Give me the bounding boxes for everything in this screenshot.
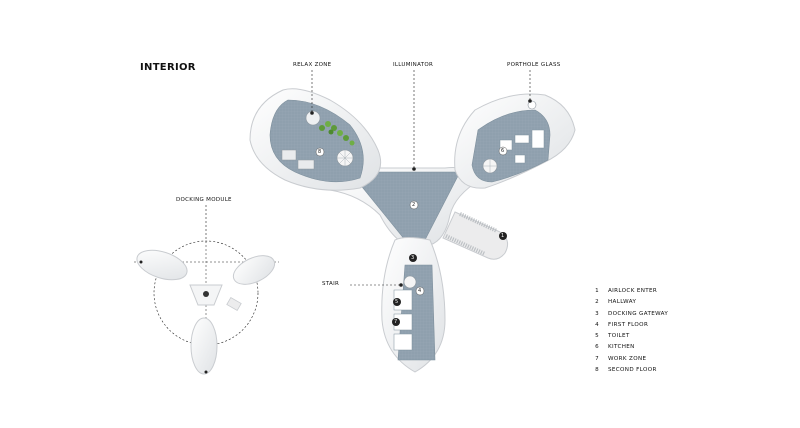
room-number: 5 (395, 299, 399, 305)
legend-label: SECOND FLOOR (608, 367, 657, 374)
illuminator-callout: ILLUMINATOR (393, 62, 434, 68)
room-number: 1 (501, 233, 505, 239)
legend-label: WORK ZONE (608, 355, 647, 362)
legend-item: 8 SECOND FLOOR (595, 365, 668, 376)
room-number: 3 (411, 255, 415, 261)
legend-number: 2 (595, 299, 599, 306)
legend-label: KITCHEN (608, 344, 635, 351)
relax-zone-pod (249, 88, 382, 191)
legend-item: 3 DOCKING GATEWAY (595, 309, 668, 320)
legend-number: 7 (595, 355, 599, 362)
room-number: 8 (318, 149, 322, 155)
legend-item: 6 KITCHEN (595, 342, 668, 353)
legend-number: 3 (595, 310, 599, 317)
legend-number: 1 (595, 288, 599, 294)
docking-module-diagram (134, 205, 279, 375)
central-hub (329, 164, 481, 246)
legend-item: 5 TOILET (595, 331, 668, 342)
page-title: INTERIOR (140, 62, 196, 73)
callout-leaders (310, 70, 532, 287)
room-badges (315, 146, 508, 326)
lower-pod (381, 237, 446, 373)
legend-label: AIRLOCK ENTER (608, 288, 658, 294)
porthole-glass-callout: PORTHOLE GLASS (507, 62, 561, 68)
legend-label: TOILET (608, 333, 630, 340)
room-number: 2 (412, 202, 416, 208)
legend-number: 5 (595, 333, 599, 340)
kitchen-pod (454, 93, 576, 189)
legend-label: DOCKING GATEWAY (608, 310, 669, 317)
stair-callout: STAIR (322, 281, 340, 287)
legend-label: FIRST FLOOR (608, 321, 649, 328)
legend-item: 1 AIRLOCK ENTER (595, 286, 668, 297)
legend-number: 6 (595, 344, 599, 351)
legend-label: HALLWAY (608, 299, 637, 306)
legend-item: 2 HALLWAY (595, 297, 668, 308)
relax-zone-callout: RELAX ZONE (293, 62, 332, 68)
room-number: 6 (501, 148, 505, 154)
room-number: 7 (394, 319, 398, 325)
legend-number: 8 (595, 367, 599, 374)
room-number: 4 (418, 288, 422, 294)
airlock-cylinder (442, 211, 509, 260)
legend-number: 4 (595, 321, 599, 328)
legend-item: 7 WORK ZONE (595, 354, 668, 365)
legend-item: 4 FIRST FLOOR (595, 320, 668, 331)
docking-module-callout: DOCKING MODULE (176, 197, 232, 203)
legend: 1 AIRLOCK ENTER 2 HALLWAY 3 DOCKING GATE… (595, 286, 668, 376)
plant-cluster (319, 121, 355, 146)
